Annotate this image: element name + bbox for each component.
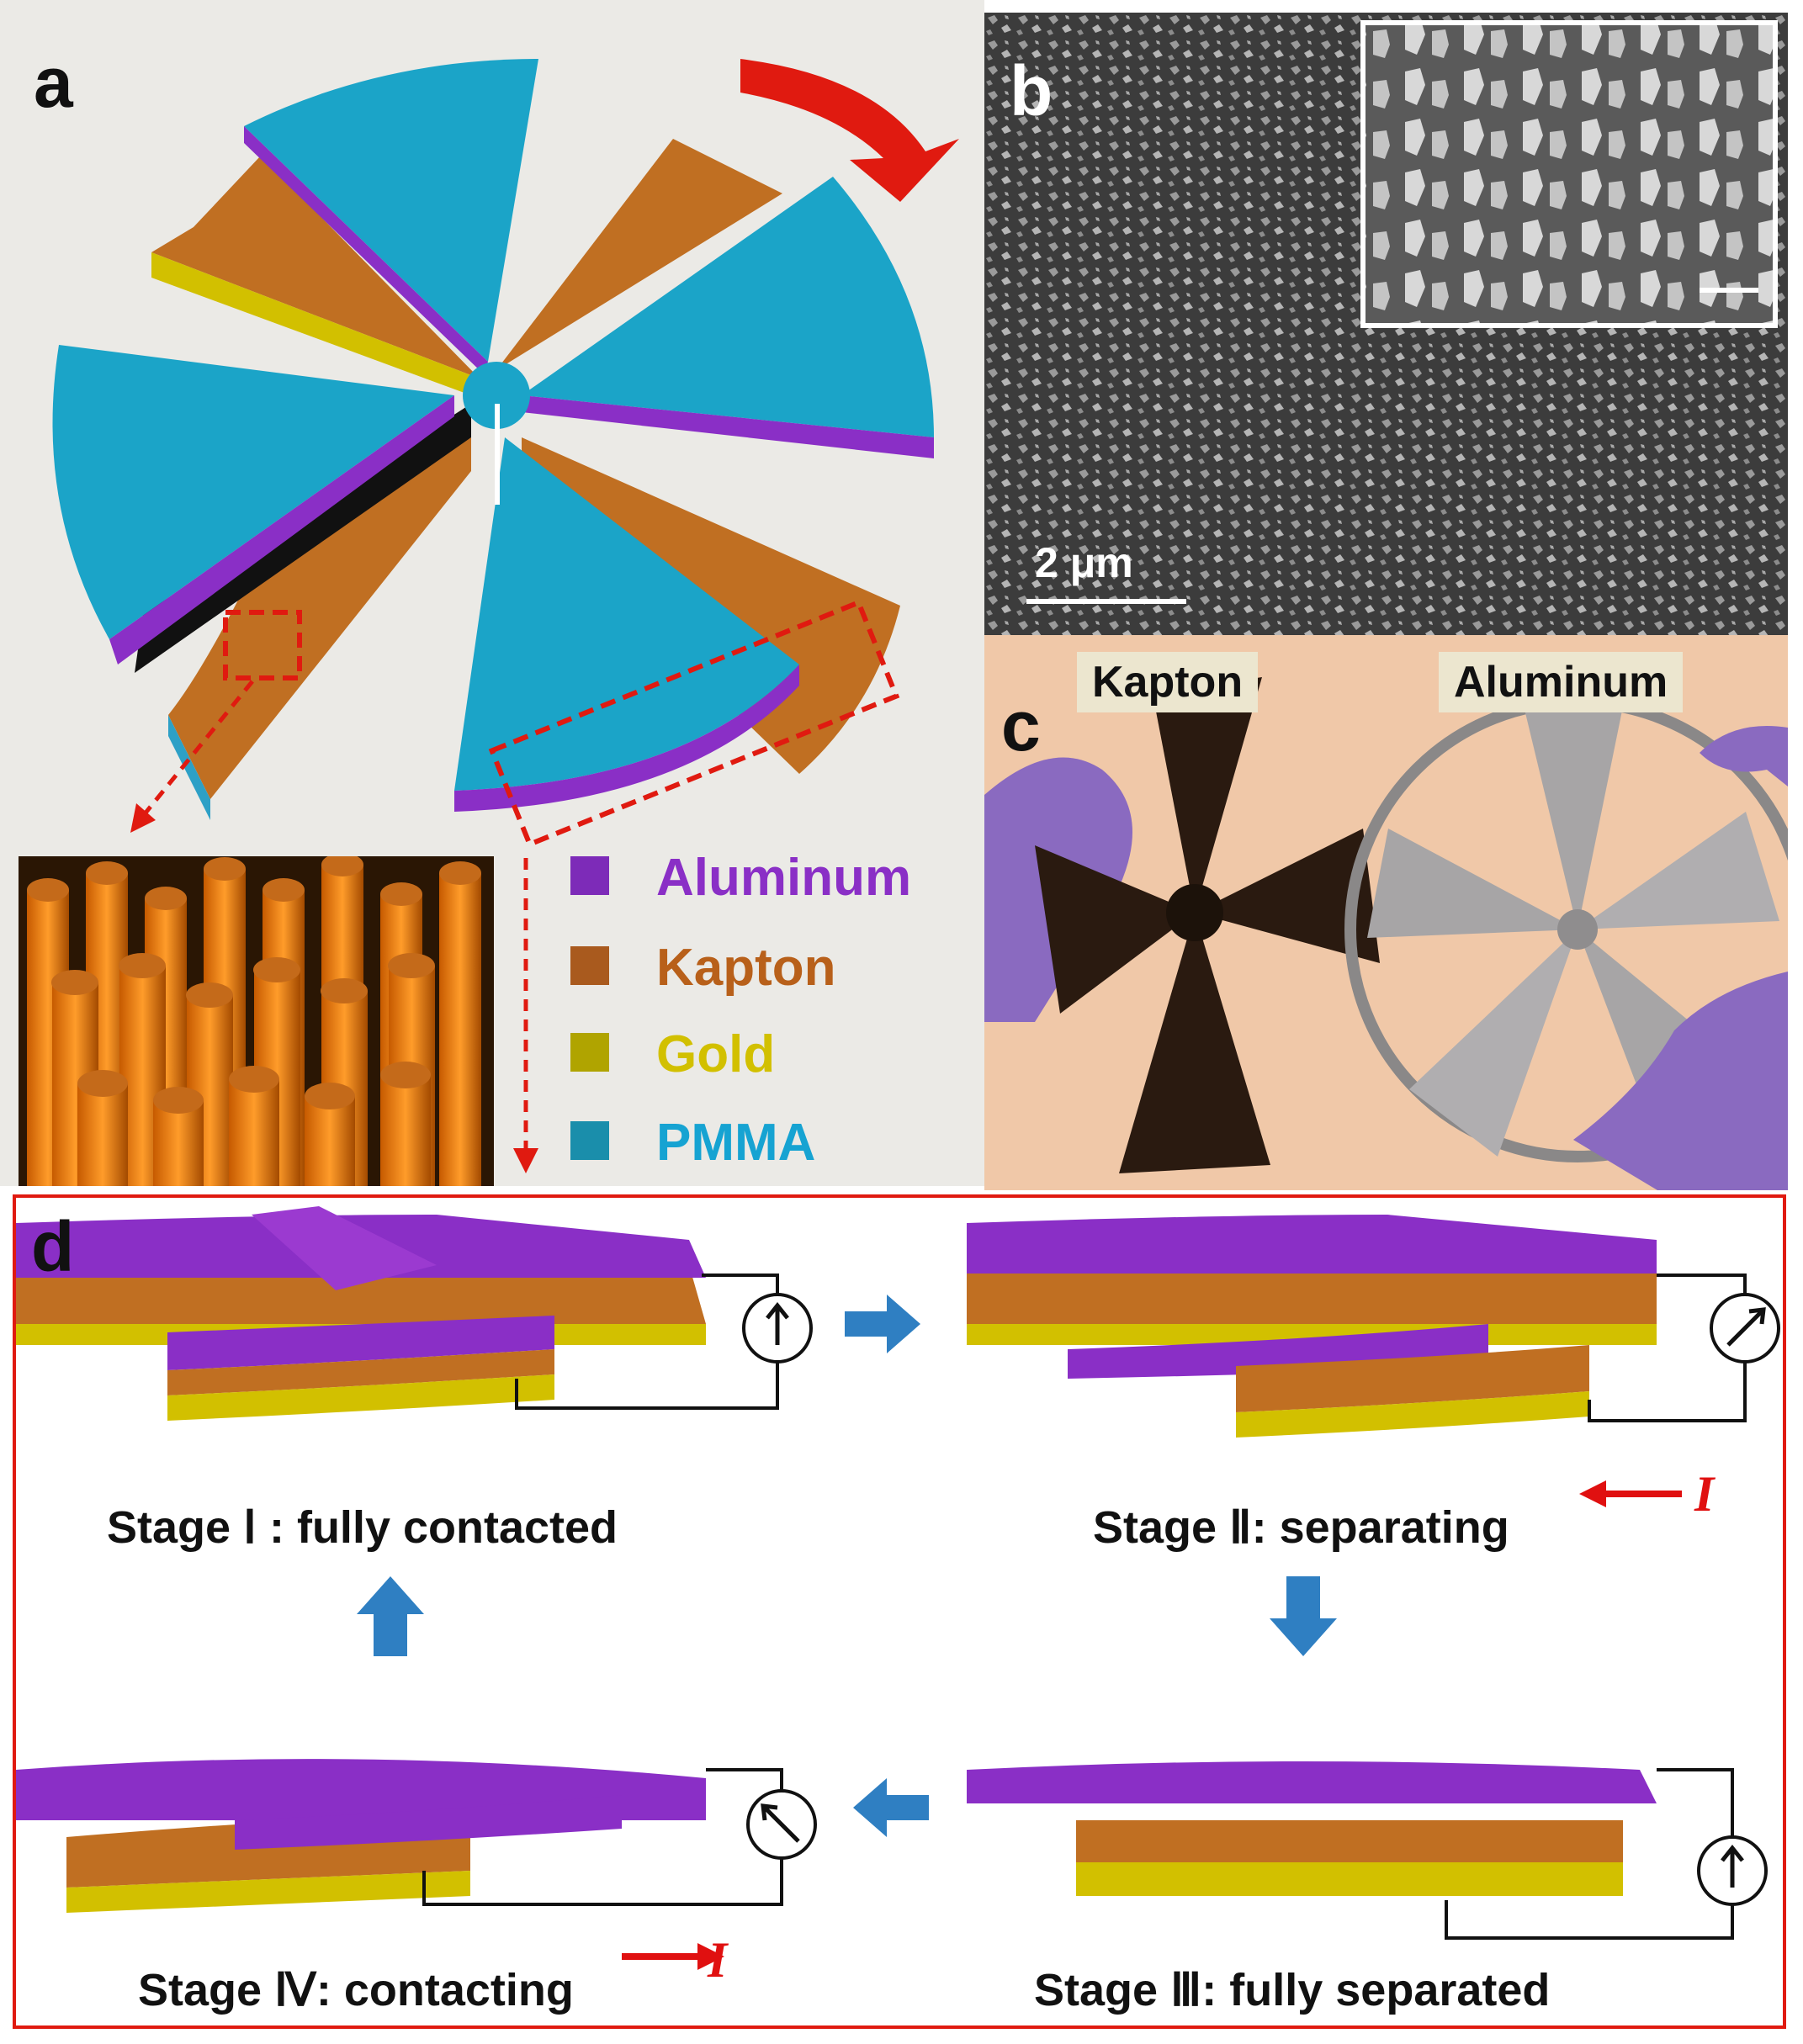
pmma-blade-left — [52, 345, 454, 639]
panel-b: 2 μm b — [984, 13, 1788, 635]
legend-label-gold: Gold — [656, 1025, 776, 1083]
sem-inset — [1360, 20, 1778, 328]
working-cycle-diagram — [16, 1206, 1780, 1970]
kapton-sector-bottom-left — [168, 437, 471, 799]
flow-arrow-right — [845, 1295, 920, 1353]
nanorod-inset — [19, 856, 494, 1186]
tag-kapton: Kapton — [1077, 652, 1259, 712]
legend-swatch-aluminum — [570, 856, 609, 895]
device-photo — [984, 677, 1788, 1190]
stage-2-rotor — [967, 1215, 1657, 1438]
flow-arrow-down — [1270, 1576, 1337, 1656]
stage-1-circuit — [515, 1274, 813, 1410]
stage-3-meter-needle — [1721, 1844, 1744, 1888]
stage-1-rotor — [16, 1206, 706, 1421]
stage-4-current-arrow — [622, 1943, 724, 1970]
rotary-disk-illustration — [52, 59, 959, 1173]
panel-c: Kapton Aluminum c — [984, 635, 1788, 1190]
stage-1-label: Stage Ⅰ : fully contacted — [107, 1502, 618, 1553]
stage-4-circuit — [422, 1768, 817, 1906]
panel-label-b: b — [1010, 51, 1053, 130]
panel-label-c: c — [1001, 686, 1041, 765]
panel-label-a: a — [34, 43, 73, 122]
stage-1-meter-needle — [766, 1301, 789, 1345]
zoom-box-edge — [488, 599, 900, 848]
stage-2-current-label: I — [1694, 1466, 1715, 1522]
scale-bar-label: 2 μm — [1035, 539, 1133, 586]
legend-label-kapton: Kapton — [656, 939, 836, 997]
glove-right — [1700, 726, 1788, 786]
stage-2-circuit — [1588, 1274, 1780, 1422]
sem-image — [984, 13, 1788, 635]
flow-arrow-left — [853, 1778, 929, 1837]
stage-4-rotor — [16, 1759, 706, 1913]
tag-aluminum: Aluminum — [1439, 652, 1684, 712]
panel-d: Stage Ⅰ : fully contacted Stage Ⅱ: separ… — [13, 1194, 1786, 2029]
legend-swatch-pmma — [570, 1121, 609, 1160]
stage-3-circuit — [1445, 1768, 1768, 1940]
legend-swatch-gold — [570, 1033, 609, 1072]
stage-2-meter-needle — [1726, 1307, 1766, 1347]
stage-3-rotor — [967, 1761, 1657, 1896]
panel-label-d: d — [31, 1207, 75, 1286]
legend-label-pmma: PMMA — [656, 1114, 816, 1172]
kapton-sector-top-right — [496, 139, 782, 370]
pmma-blade-bottom — [454, 437, 799, 791]
hub — [463, 362, 530, 429]
kapton-sector-back-left — [151, 156, 480, 379]
pmma-blade-right — [522, 177, 934, 437]
flow-arrow-up — [357, 1576, 424, 1656]
kapton-rotor — [1035, 677, 1380, 1173]
stage-4-meter-needle — [761, 1803, 800, 1843]
rotation-arrow — [740, 59, 959, 202]
legend-swatch-kapton — [570, 946, 609, 985]
nanorods — [27, 856, 481, 1186]
legend-label-aluminum: Aluminum — [656, 849, 912, 907]
stage-4-label: Stage Ⅳ: contacting — [138, 1965, 574, 2015]
pmma-blade-top — [244, 59, 538, 362]
panel-a: Aluminum Kapton Gold PMMA a — [0, 0, 984, 1186]
gap-slit — [135, 404, 471, 673]
stage-2-label: Stage Ⅱ: separating — [1093, 1502, 1509, 1553]
stage-3-label: Stage Ⅲ: fully separated — [1034, 1965, 1551, 2015]
stage-4-current-label: I — [708, 1932, 728, 1988]
zoom-box-kapton — [223, 610, 302, 680]
stage-2-current-arrow — [1579, 1480, 1682, 1507]
